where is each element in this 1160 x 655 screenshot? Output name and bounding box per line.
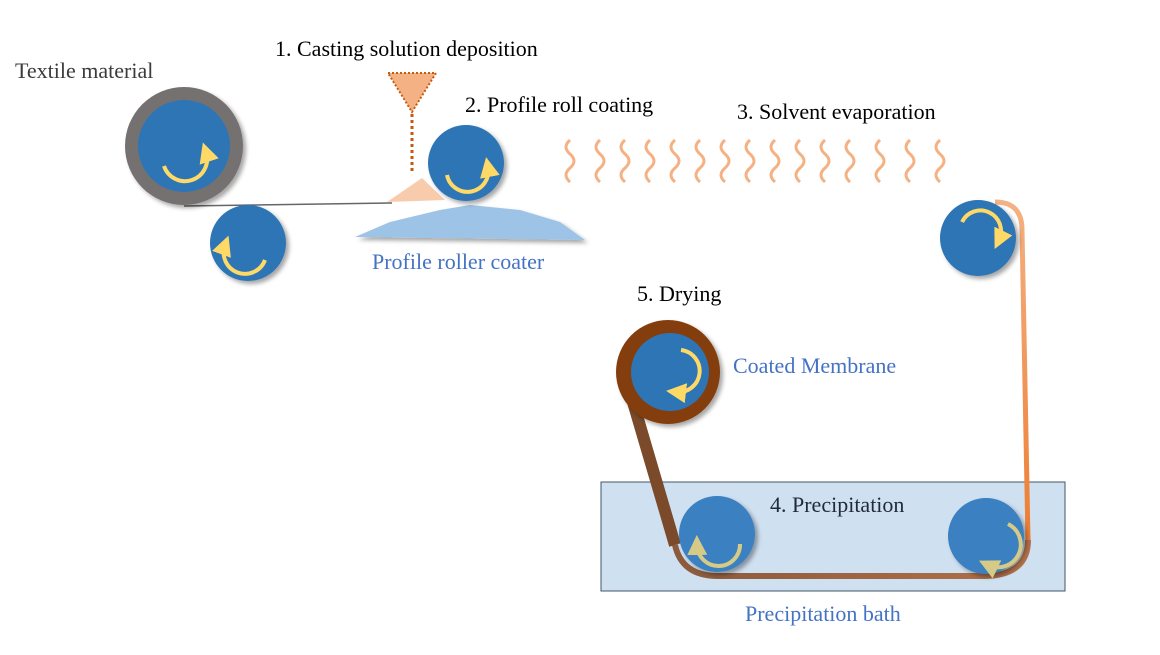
vapor-wave-icon (594, 138, 606, 184)
step3-label: 3. Solvent evaporation (737, 99, 936, 124)
precipitation-bath-label: Precipitation bath (745, 601, 901, 626)
rotation-arrow-icon (979, 522, 1023, 579)
vapor-wave-icon (564, 138, 576, 184)
roller-icon (948, 498, 1024, 574)
vapor-wave-icon (644, 138, 656, 184)
roller-icon (428, 125, 504, 201)
casting-solution-bead (387, 178, 445, 202)
step2-label: 2. Profile roll coating (465, 92, 653, 117)
vapor-wave-icon (819, 138, 831, 184)
guide-roller (210, 205, 286, 281)
bath-roller-right (948, 498, 1024, 579)
roller-icon (631, 333, 709, 411)
vapor-wave-icon (769, 138, 781, 184)
rotation-arrow-icon (212, 235, 267, 276)
rotation-arrow-icon (666, 348, 702, 404)
textile-material-roll (125, 87, 243, 205)
dispenser-funnel-icon (386, 72, 438, 114)
rotation-arrow-icon (162, 142, 219, 184)
textile-material-label: Textile material (15, 58, 153, 83)
roller-icon (679, 496, 755, 572)
roller-icon (138, 100, 230, 192)
vapor-wave-icon (934, 138, 946, 184)
profile-roller-coater-base (355, 205, 585, 240)
vapor-wave-icon (694, 138, 706, 184)
tension-roller (940, 200, 1016, 276)
textile-web (183, 202, 393, 207)
step5-label: 5. Drying (637, 281, 721, 306)
profile-roller-coater-label: Profile roller coater (372, 249, 545, 274)
coated-film-right (994, 199, 1031, 541)
vapor-wave-icon (744, 138, 756, 184)
rotation-arrow-icon (687, 535, 743, 568)
vapor-wave-icon (619, 138, 631, 184)
rotation-arrow-icon (960, 208, 1013, 249)
vapor-waves (564, 138, 946, 184)
bath-roller-left (679, 496, 755, 572)
coated-membrane-label: Coated Membrane (733, 353, 896, 378)
vapor-wave-icon (874, 138, 886, 184)
coated-membrane-roll (616, 320, 720, 424)
vapor-wave-icon (669, 138, 681, 184)
vapor-wave-icon (844, 138, 856, 184)
profile-coating-roller (428, 125, 504, 201)
roller-icon (210, 205, 286, 281)
vapor-wave-icon (719, 138, 731, 184)
step4-label: 4. Precipitation (770, 492, 904, 517)
vapor-wave-icon (904, 138, 916, 184)
rotation-arrow-icon (445, 157, 500, 194)
vapor-wave-icon (794, 138, 806, 184)
step1-label: 1. Casting solution deposition (275, 36, 538, 61)
